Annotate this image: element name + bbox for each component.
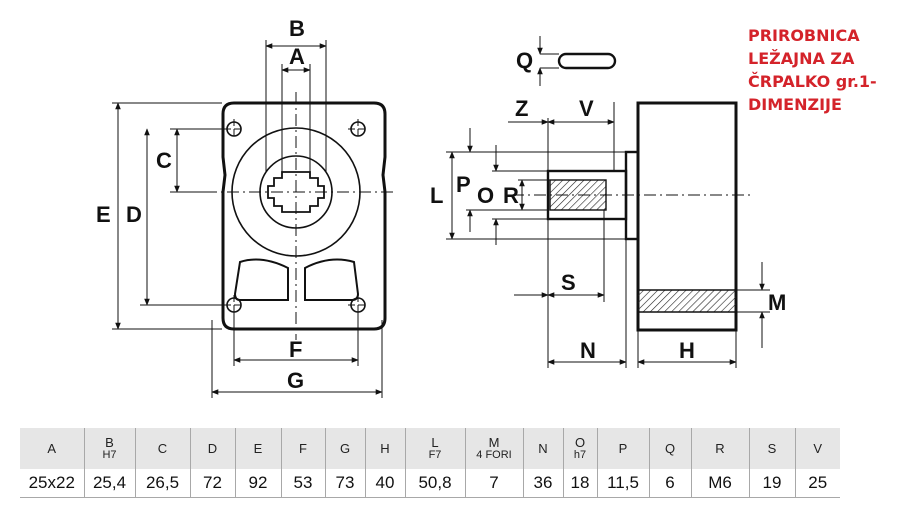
column-header-g: G: [324, 428, 366, 469]
column-header-label: Q: [664, 441, 676, 456]
value-cell-r: M6: [690, 469, 750, 498]
column-header-n: N: [522, 428, 564, 469]
dim-label-V: V: [579, 96, 594, 121]
column-header-label: F: [299, 441, 307, 456]
column-header-label: H: [380, 441, 390, 456]
value-cell-c: 26,5: [134, 469, 191, 498]
dim-label-R: R: [503, 183, 519, 208]
dim-label-S: S: [561, 270, 576, 295]
dim-label-H: H: [679, 338, 695, 363]
dim-label-B: B: [289, 16, 305, 41]
title-line: ČRPALKO gr.1-: [748, 72, 877, 91]
column-header-r: R: [690, 428, 750, 469]
column-header-label: L: [431, 435, 439, 450]
value-cell-b: 25,4: [83, 469, 136, 498]
column-header-label: D: [207, 441, 218, 456]
value-cell-p: 11,5: [596, 469, 650, 498]
value-cell-s: 19: [748, 469, 796, 498]
column-header-label: M: [488, 435, 500, 450]
column-header-label: R: [715, 441, 725, 456]
column-header-label: C: [157, 441, 168, 456]
value-cell-q: 6: [648, 469, 692, 498]
dim-label-G: G: [287, 368, 304, 393]
column-header-label: A: [47, 441, 57, 456]
value-cell-a: 25x22: [20, 469, 85, 498]
column-header-label: S: [767, 441, 777, 456]
spline-shaft: [267, 171, 325, 213]
column-header-h: H: [364, 428, 406, 469]
column-header-label: B: [105, 435, 114, 450]
value-cell-d: 72: [189, 469, 236, 498]
dim-label-F: F: [289, 337, 302, 362]
title-line: DIMENZIJE: [748, 95, 842, 114]
dim-label-Z: Z: [515, 96, 528, 121]
column-header-label: P: [618, 441, 628, 456]
column-header-d: D: [189, 428, 236, 469]
column-header-sublabel: H7: [102, 449, 117, 461]
column-header-label: N: [538, 441, 548, 456]
column-header-label: E: [253, 441, 263, 456]
flange-outline: [221, 101, 387, 331]
dim-label-L: L: [430, 183, 443, 208]
title-line: PRIROBNICA: [748, 26, 860, 45]
dim-label-A: A: [289, 44, 305, 69]
column-header-e: E: [234, 428, 282, 469]
column-header-v: V: [794, 428, 840, 469]
value-cell-f: 53: [280, 469, 326, 498]
value-cell-m: 7: [464, 469, 524, 498]
column-header-label: V: [813, 441, 823, 456]
value-cell-h: 40: [364, 469, 406, 498]
side-view: [446, 36, 770, 368]
column-header-p: P: [596, 428, 650, 469]
dim-label-P: P: [456, 172, 471, 197]
column-header-sublabel: 4 FORI: [476, 449, 512, 461]
dim-label-Q: Q: [516, 48, 533, 73]
column-header-c: C: [134, 428, 191, 469]
front-view: [112, 40, 395, 398]
value-cell-e: 92: [234, 469, 282, 498]
title-line: LEŽAJNA ZA: [748, 49, 855, 68]
dim-label-D: D: [126, 202, 142, 227]
key: [557, 52, 617, 70]
column-header-q: Q: [648, 428, 692, 469]
technical-drawing: B A C E D F G Q Z V L P O R S N H M: [96, 16, 786, 398]
drawing-title: PRIROBNICA LEŽAJNA ZA ČRPALKO gr.1- DIME…: [748, 24, 908, 116]
column-header-sublabel: F7: [428, 449, 442, 461]
dim-label-N: N: [580, 338, 596, 363]
value-cell-n: 36: [522, 469, 564, 498]
value-cell-g: 73: [324, 469, 366, 498]
dim-label-O: O: [477, 183, 494, 208]
dim-label-E: E: [96, 202, 111, 227]
column-header-label: G: [339, 441, 351, 456]
column-header-sublabel: h7: [573, 449, 587, 461]
column-header-s: S: [748, 428, 796, 469]
dim-label-M: M: [768, 290, 786, 315]
value-cell-l: 50,8: [404, 469, 466, 498]
column-header-label: O: [574, 435, 586, 450]
dim-label-C: C: [156, 148, 172, 173]
value-cell-v: 25: [794, 469, 840, 498]
column-header-f: F: [280, 428, 326, 469]
value-cell-o: 18: [562, 469, 598, 498]
column-header-a: A: [20, 428, 85, 469]
